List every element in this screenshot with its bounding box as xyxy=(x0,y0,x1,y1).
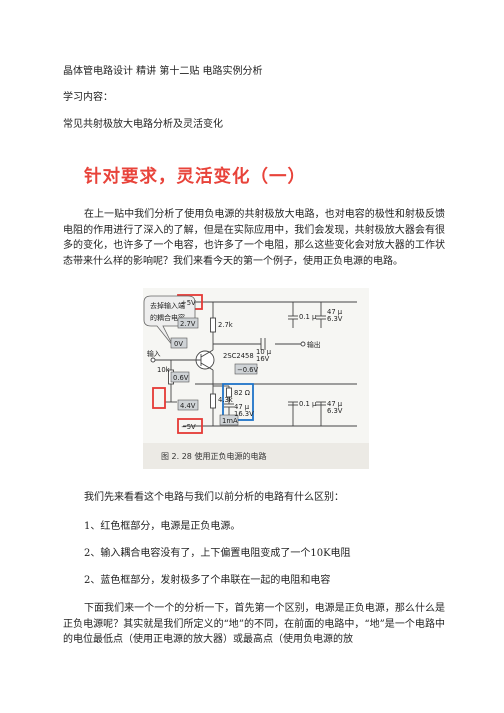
label-c47-a: 47 μ xyxy=(234,403,250,411)
label-1ma: 1mA xyxy=(222,417,238,425)
label-0v: 0V xyxy=(174,340,183,348)
list-item-1: 1、红色框部分，电源是正负电源。 xyxy=(84,521,241,532)
label-c47-top-2: 6.3V xyxy=(327,315,343,323)
circuit-figure: 去掉输入端 的耦合电容 +5V −5V 2.7V 0V 0.6V 4.4V −0… xyxy=(143,288,369,469)
compare-intro: 我们先来看看这个电路与我们以前分析的电路有什么区别： xyxy=(84,492,344,503)
label-r-2-7k: 2.7k xyxy=(218,321,233,329)
list-item-3: 2、蓝色框部分，发射极多了个串联在一起的电阻和电容 xyxy=(84,575,331,586)
label-c47-top-1: 47 μ xyxy=(327,308,343,316)
label-c16v: 16V xyxy=(256,355,270,363)
label-r-10k: 10k xyxy=(157,366,170,374)
section-heading: 针对要求，灵活变化（一） xyxy=(84,167,306,187)
document-title: 晶体管电路设计 精讲 第十二贴 电路实例分析 xyxy=(63,66,263,77)
list-item-2: 2、输入耦合电容没有了，上下偏置电阻变成了一个10K电阻 xyxy=(84,548,351,559)
topic-line: 常见共射极放大电路分析及灵活变化 xyxy=(63,119,223,130)
label-r-4-3k: 4.3k xyxy=(218,396,233,404)
label-0-6v: 0.6V xyxy=(173,374,189,382)
label-c47-bottom-1: 47 μ xyxy=(327,400,343,408)
label-c01-bottom: 0.1 μ xyxy=(299,400,317,408)
figure-caption: 图 2. 28 使用正负电源的电路 xyxy=(161,451,266,461)
callout-line-1: 去掉输入端 xyxy=(150,301,185,310)
label-2-7v: 2.7V xyxy=(180,320,196,328)
label-c47-bottom-2: 6.3V xyxy=(327,407,343,415)
callout-line-2: 的耦合电容 xyxy=(150,313,185,322)
intro-paragraph: 在上一贴中我们分析了使用负电源的共射极放大电路，也对电容的极性和射极反馈电阻的作… xyxy=(63,209,445,267)
label-input: 输入 xyxy=(147,349,161,358)
study-label: 学习内容： xyxy=(63,92,113,103)
label-minus5v: −5V xyxy=(181,423,196,431)
label-transistor: 2SC2458 xyxy=(223,352,254,360)
label-neg-0-6v: −0.6V xyxy=(237,366,259,374)
label-c10: 10 μ xyxy=(256,348,272,356)
analysis-paragraph: 下面我们来一个一个的分析一下，首先第一个区别，电源是正负电源，那么什么是正负电源… xyxy=(63,603,445,646)
label-c47-b: 16.3V xyxy=(234,410,254,418)
label-plus5v: +5V xyxy=(181,299,196,307)
label-r-82: 82 Ω xyxy=(234,389,250,397)
label-output: 输出 xyxy=(307,340,321,349)
label-4-4v: 4.4V xyxy=(180,402,196,410)
label-c01-top: 0.1 μ xyxy=(299,313,317,321)
